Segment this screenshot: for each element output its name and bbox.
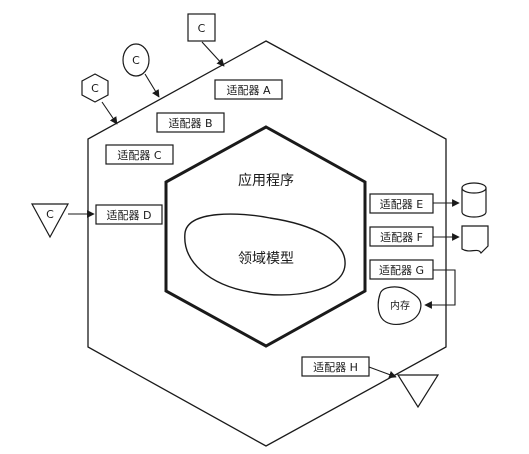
arrow-adapter-h-to-triangle: [368, 366, 397, 379]
svg-text:C: C: [91, 82, 99, 95]
svg-text:C: C: [46, 208, 54, 221]
arrow-hexagon-to-hexagon: [101, 101, 118, 125]
svg-text:C: C: [198, 22, 206, 35]
svg-text:适配器 D: 适配器 D: [107, 209, 152, 222]
inner-hexagon: [164, 125, 367, 348]
triangle-target-icon: [396, 374, 440, 409]
adapter-g: 适配器 G: [369, 259, 434, 280]
svg-text:适配器 A: 适配器 A: [226, 84, 270, 97]
arrow-adapter-g-to-memory: [424, 269, 456, 309]
adapter-e: 适配器 E: [369, 193, 434, 214]
svg-text:适配器 E: 适配器 E: [380, 198, 423, 211]
client-hexagon-icon: C: [81, 73, 109, 103]
adapter-a: 适配器 A: [214, 79, 283, 100]
adapter-b: 适配器 B: [156, 112, 225, 133]
arrow-square-to-hexagon: [201, 41, 225, 67]
svg-text:适配器 H: 适配器 H: [313, 361, 358, 374]
database-icon: [461, 182, 487, 218]
svg-text:C: C: [132, 54, 140, 67]
memory-icon: 内存: [377, 286, 422, 325]
domain-model-blob: [184, 213, 346, 296]
client-triangle-icon: C: [30, 203, 70, 239]
svg-text:适配器 B: 适配器 B: [168, 117, 212, 130]
adapter-f: 适配器 F: [369, 226, 434, 247]
svg-text:适配器 C: 适配器 C: [117, 149, 161, 162]
client-square-icon: C: [187, 13, 216, 42]
arrow-ellipse-to-hexagon: [144, 73, 160, 98]
domain-model-label: 领域模型: [238, 251, 294, 267]
svg-text:适配器 F: 适配器 F: [380, 231, 423, 244]
adapter-d: 适配器 D: [95, 204, 163, 225]
outer-hexagon: [87, 40, 447, 447]
adapter-c: 适配器 C: [105, 144, 174, 165]
adapter-h: 适配器 H: [301, 356, 370, 377]
svg-text:内存: 内存: [390, 299, 410, 312]
svg-text:适配器 G: 适配器 G: [379, 264, 424, 277]
application-label: 应用程序: [238, 172, 294, 189]
document-icon: [461, 225, 489, 255]
client-ellipse-icon: C: [122, 43, 150, 77]
